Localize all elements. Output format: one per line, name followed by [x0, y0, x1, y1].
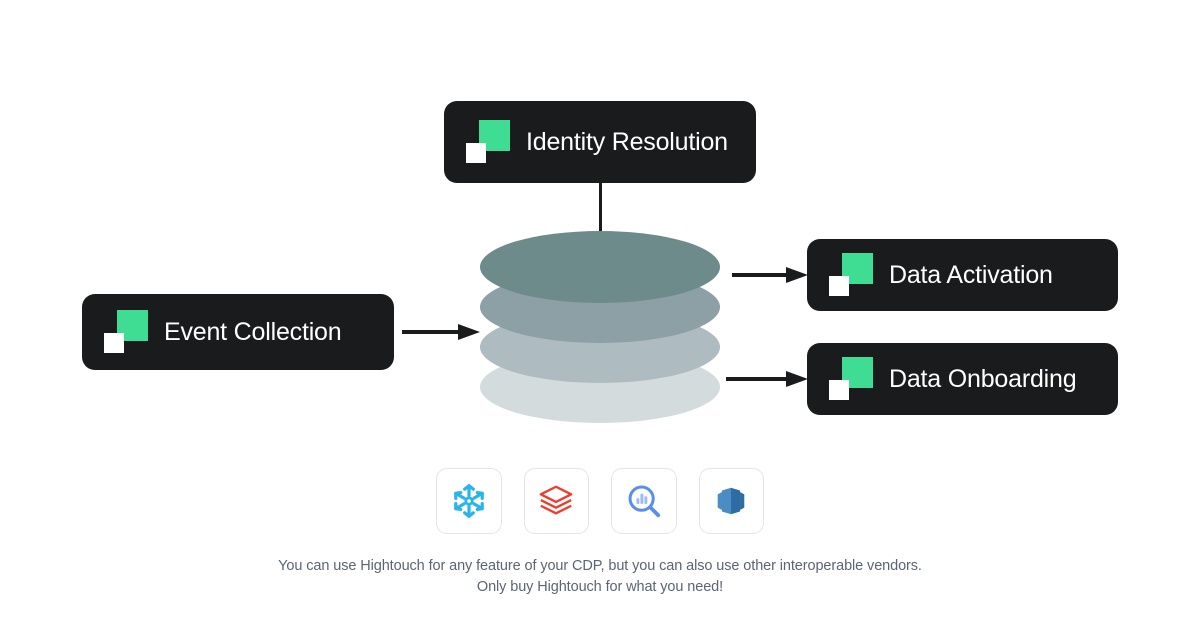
- hightouch-logo-icon: [829, 253, 875, 297]
- arrow-warehouse-to-activation: [732, 267, 808, 283]
- node-identity-resolution[interactable]: Identity Resolution: [444, 101, 756, 183]
- databricks-icon: [539, 485, 573, 515]
- node-data-onboarding[interactable]: Data Onboarding: [807, 343, 1118, 415]
- vendor-logo-row: [436, 468, 764, 534]
- redshift-icon: [717, 487, 745, 515]
- snowflake-icon: [453, 484, 484, 518]
- node-event-collection-label: Event Collection: [164, 317, 342, 346]
- caption-line-1: You can use Hightouch for any feature of…: [278, 558, 922, 574]
- logo-white-square: [104, 333, 124, 353]
- vendor-card-bigquery[interactable]: [611, 468, 677, 534]
- caption: You can use Hightouch for any feature of…: [0, 556, 1200, 598]
- vendor-card-snowflake[interactable]: [436, 468, 502, 534]
- hightouch-logo-icon: [104, 310, 150, 354]
- data-warehouse-stack: [480, 231, 720, 427]
- logo-white-square: [829, 380, 849, 400]
- arrow-warehouse-to-onboarding: [726, 371, 808, 387]
- node-data-onboarding-label: Data Onboarding: [889, 364, 1077, 393]
- logo-white-square: [466, 143, 486, 163]
- hightouch-logo-icon: [829, 357, 875, 401]
- caption-line-2: Only buy Hightouch for what you need!: [476, 579, 724, 595]
- connector-identity-to-warehouse: [599, 180, 602, 242]
- node-data-activation-label: Data Activation: [889, 260, 1053, 289]
- vendor-card-redshift[interactable]: [698, 468, 764, 534]
- vendor-card-databricks[interactable]: [523, 468, 589, 534]
- node-event-collection[interactable]: Event Collection: [82, 294, 394, 370]
- arrow-event-to-warehouse: [402, 324, 480, 340]
- warehouse-layer-1: [480, 231, 720, 303]
- node-data-activation[interactable]: Data Activation: [807, 239, 1118, 311]
- hightouch-logo-icon: [466, 120, 512, 164]
- node-identity-resolution-label: Identity Resolution: [526, 127, 728, 156]
- logo-white-square: [829, 276, 849, 296]
- bigquery-icon: [628, 485, 660, 518]
